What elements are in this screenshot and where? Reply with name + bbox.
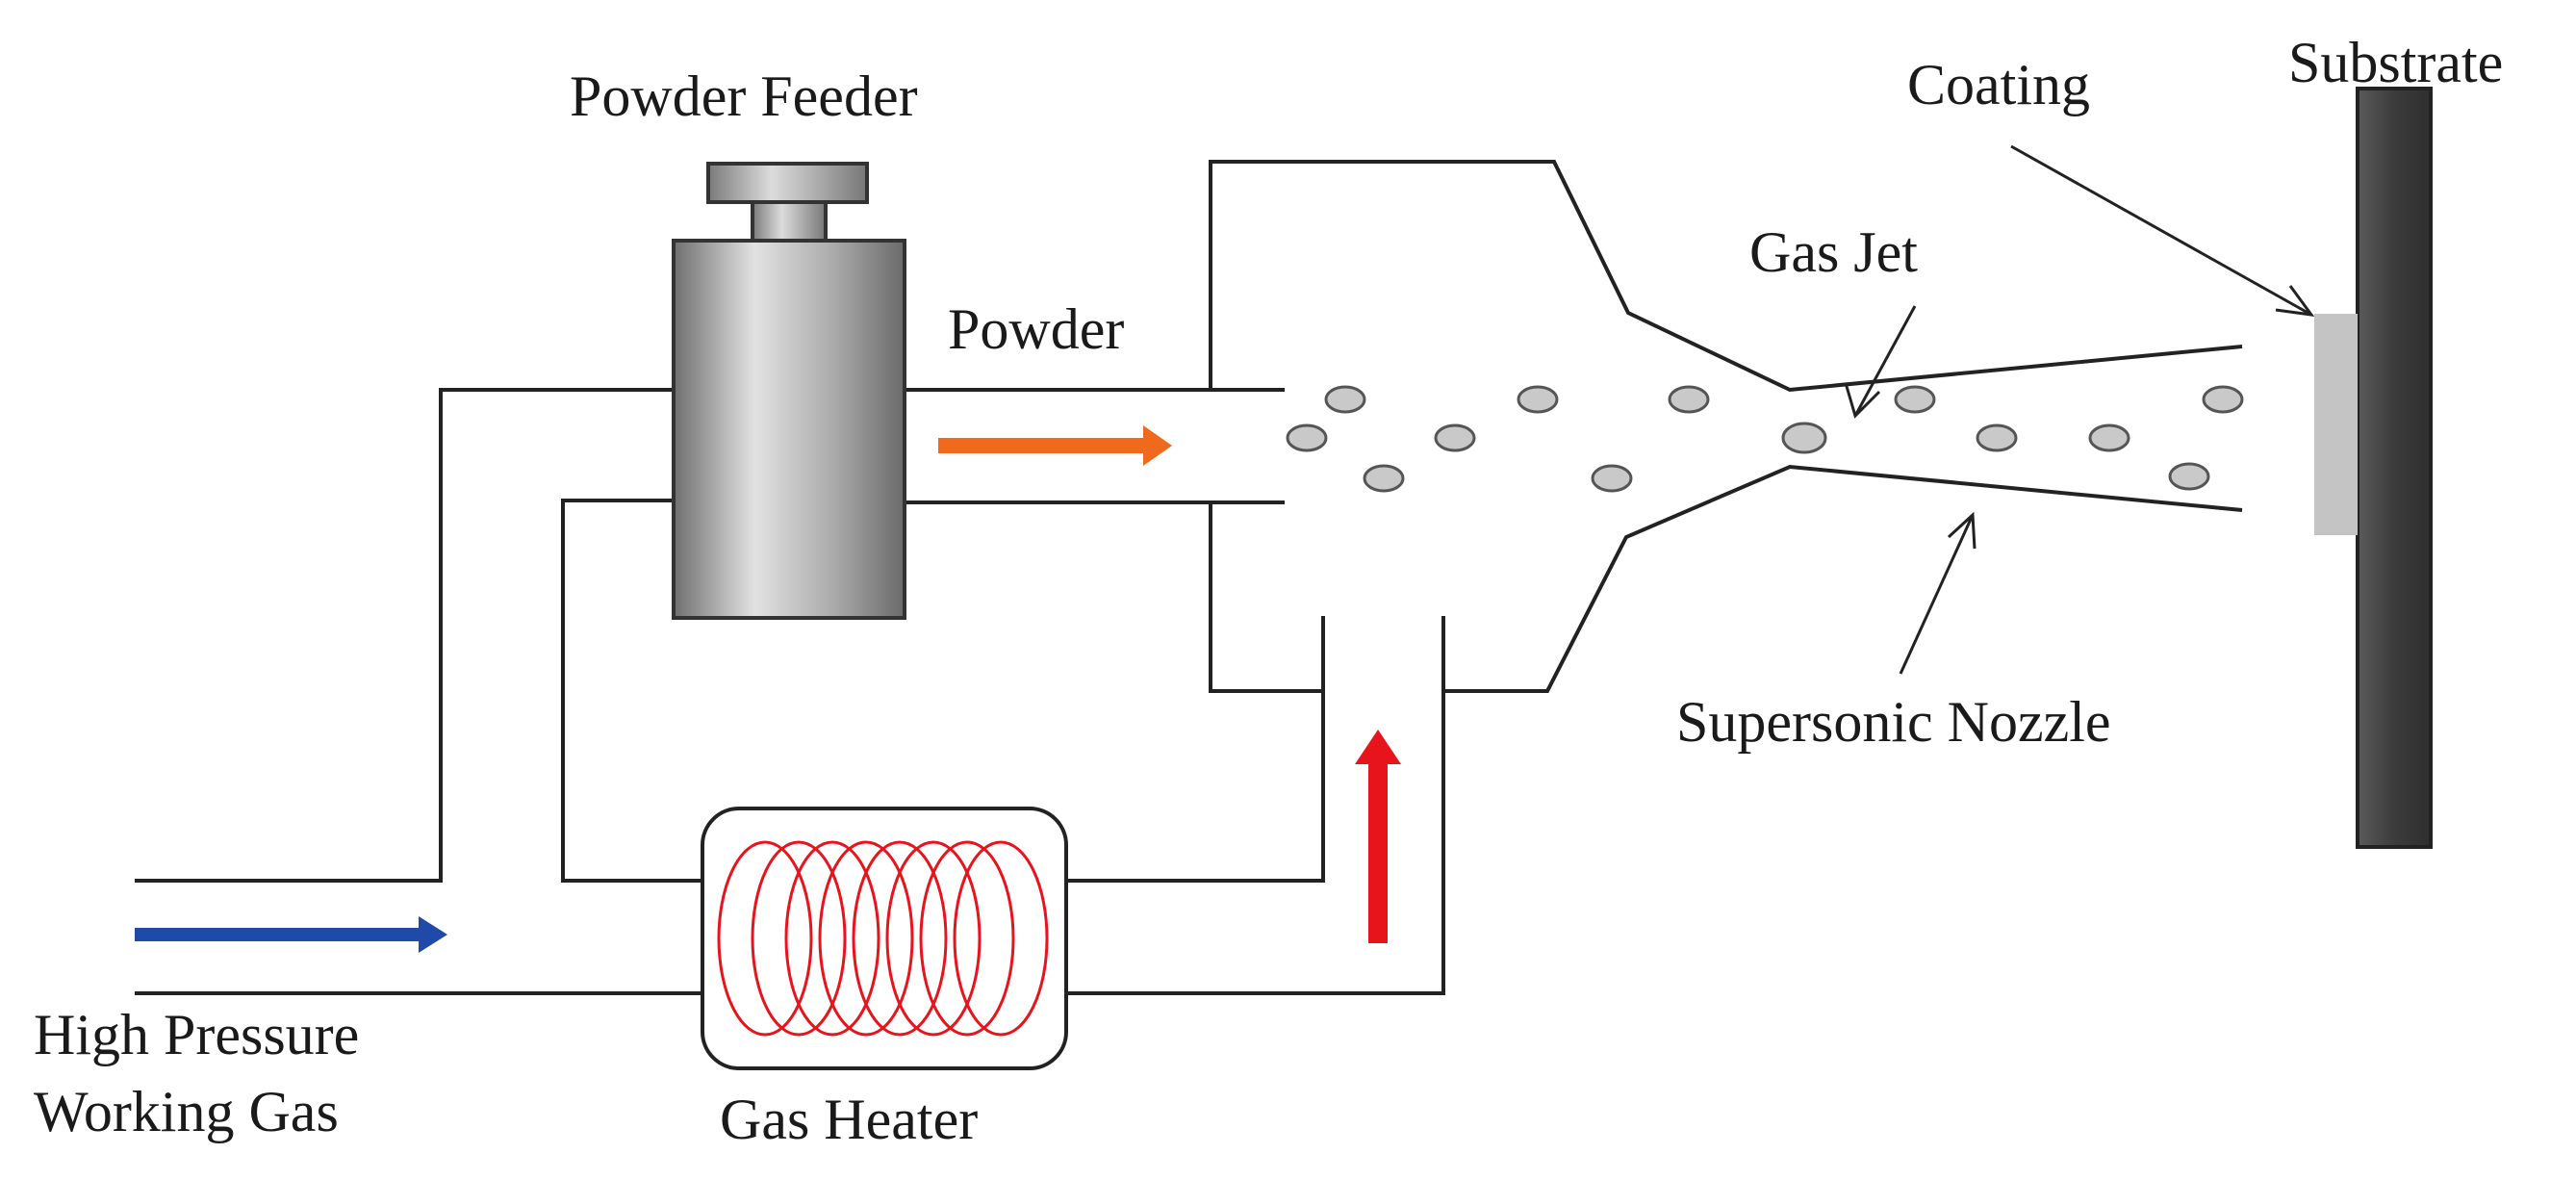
particle: [1976, 423, 2018, 452]
coating-pointer-icon: [2010, 144, 2315, 317]
label-substrate: Substrate: [2288, 31, 2503, 94]
nozzle-pointer-icon: [1899, 511, 1977, 675]
heater-outlet-upper-line: [1066, 616, 1325, 883]
particle: [2168, 462, 2210, 491]
label-gas-heater: Gas Heater: [720, 1088, 978, 1151]
gas-heater: [701, 807, 1068, 1070]
feeder-neck: [751, 200, 828, 243]
particle: [1668, 385, 1710, 414]
gas-piping: [135, 388, 1445, 995]
inlet-upper-line: [135, 388, 674, 883]
coating-layer: [2314, 314, 2358, 535]
particle: [1286, 423, 1328, 452]
powder-particles: [1286, 385, 2244, 493]
gas-jet-pointer-icon: [1844, 305, 1917, 419]
label-powder: Powder: [948, 297, 1124, 361]
particle: [1434, 423, 1476, 452]
heater-box: [701, 807, 1068, 1070]
powder-flow-arrow-icon: [938, 425, 1172, 466]
heater-outlet-lower-line: [1066, 616, 1445, 995]
feeder-cap: [706, 162, 869, 204]
working-gas-arrow-icon: [135, 916, 447, 953]
nozzle-lower-wall: [1443, 464, 2243, 693]
label-supersonic-nozzle: Supersonic Nozzle: [1676, 690, 2111, 754]
label-high-pressure: High Pressure: [34, 1003, 359, 1066]
particle: [1324, 385, 1366, 414]
heated-gas-arrow-icon: [1355, 730, 1401, 943]
particle: [1894, 385, 1936, 414]
particle: [2202, 385, 2244, 414]
particle: [1781, 422, 1827, 454]
substrate-plate: [2356, 87, 2433, 849]
heater-branch-line: [561, 499, 702, 883]
label-working-gas: Working Gas: [34, 1080, 339, 1143]
particle: [1591, 464, 1633, 493]
label-powder-feeder: Powder Feeder: [570, 64, 918, 128]
particle: [1517, 385, 1559, 414]
label-coating: Coating: [1907, 53, 2090, 116]
particle: [1363, 464, 1405, 493]
chamber-upper-wall: [1209, 160, 2243, 393]
label-gas-jet: Gas Jet: [1749, 220, 1918, 284]
heater-coil-icon: [717, 840, 1049, 1037]
feeder-body: [672, 239, 906, 620]
chamber-lower-wall: [1209, 502, 1323, 693]
powder-feeder: [672, 162, 906, 620]
supersonic-nozzle-body: [1209, 160, 2243, 693]
particle: [2088, 423, 2130, 452]
